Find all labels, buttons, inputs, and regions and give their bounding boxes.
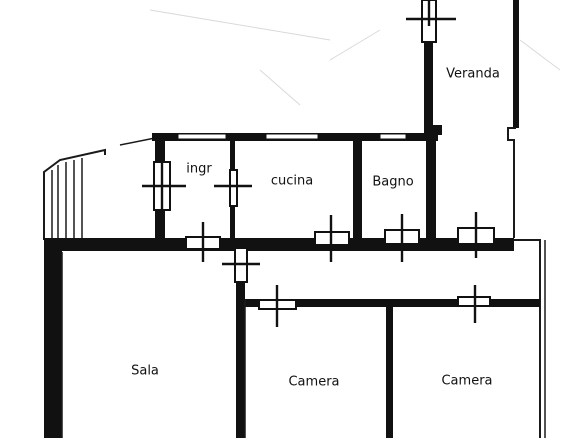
- door-bagno-south: [384, 214, 420, 262]
- room-label-camera-2: Camera: [441, 373, 493, 389]
- faint-background-marks: [149, 9, 561, 106]
- room-label-veranda: Veranda: [446, 66, 500, 82]
- room-label-camera-1: Camera: [288, 374, 340, 390]
- north-walls: [152, 133, 438, 141]
- door-camera-1: [258, 285, 297, 327]
- lower-partition-walls: [236, 250, 540, 438]
- door-veranda-top: [406, 0, 456, 43]
- door-ingr-south: [185, 222, 221, 262]
- room-label-ingresso: ingr: [186, 161, 212, 177]
- door-camera-2: [457, 285, 491, 323]
- door-veranda-south: [457, 212, 495, 258]
- room-label-sala: Sala: [131, 363, 159, 379]
- room-label-cucina: cucina: [270, 173, 314, 189]
- door-cucina-south: [314, 215, 350, 262]
- central-wall: [44, 238, 546, 438]
- door-ingr-west: [142, 158, 186, 214]
- door-sala-north: [222, 247, 260, 283]
- upper-left-outline: [43, 137, 156, 240]
- lower-left-walls: [44, 240, 63, 438]
- veranda-walls: [424, 0, 519, 238]
- room-label-bagno: Bagno: [372, 174, 414, 190]
- door-ingr-cucina: [214, 169, 252, 207]
